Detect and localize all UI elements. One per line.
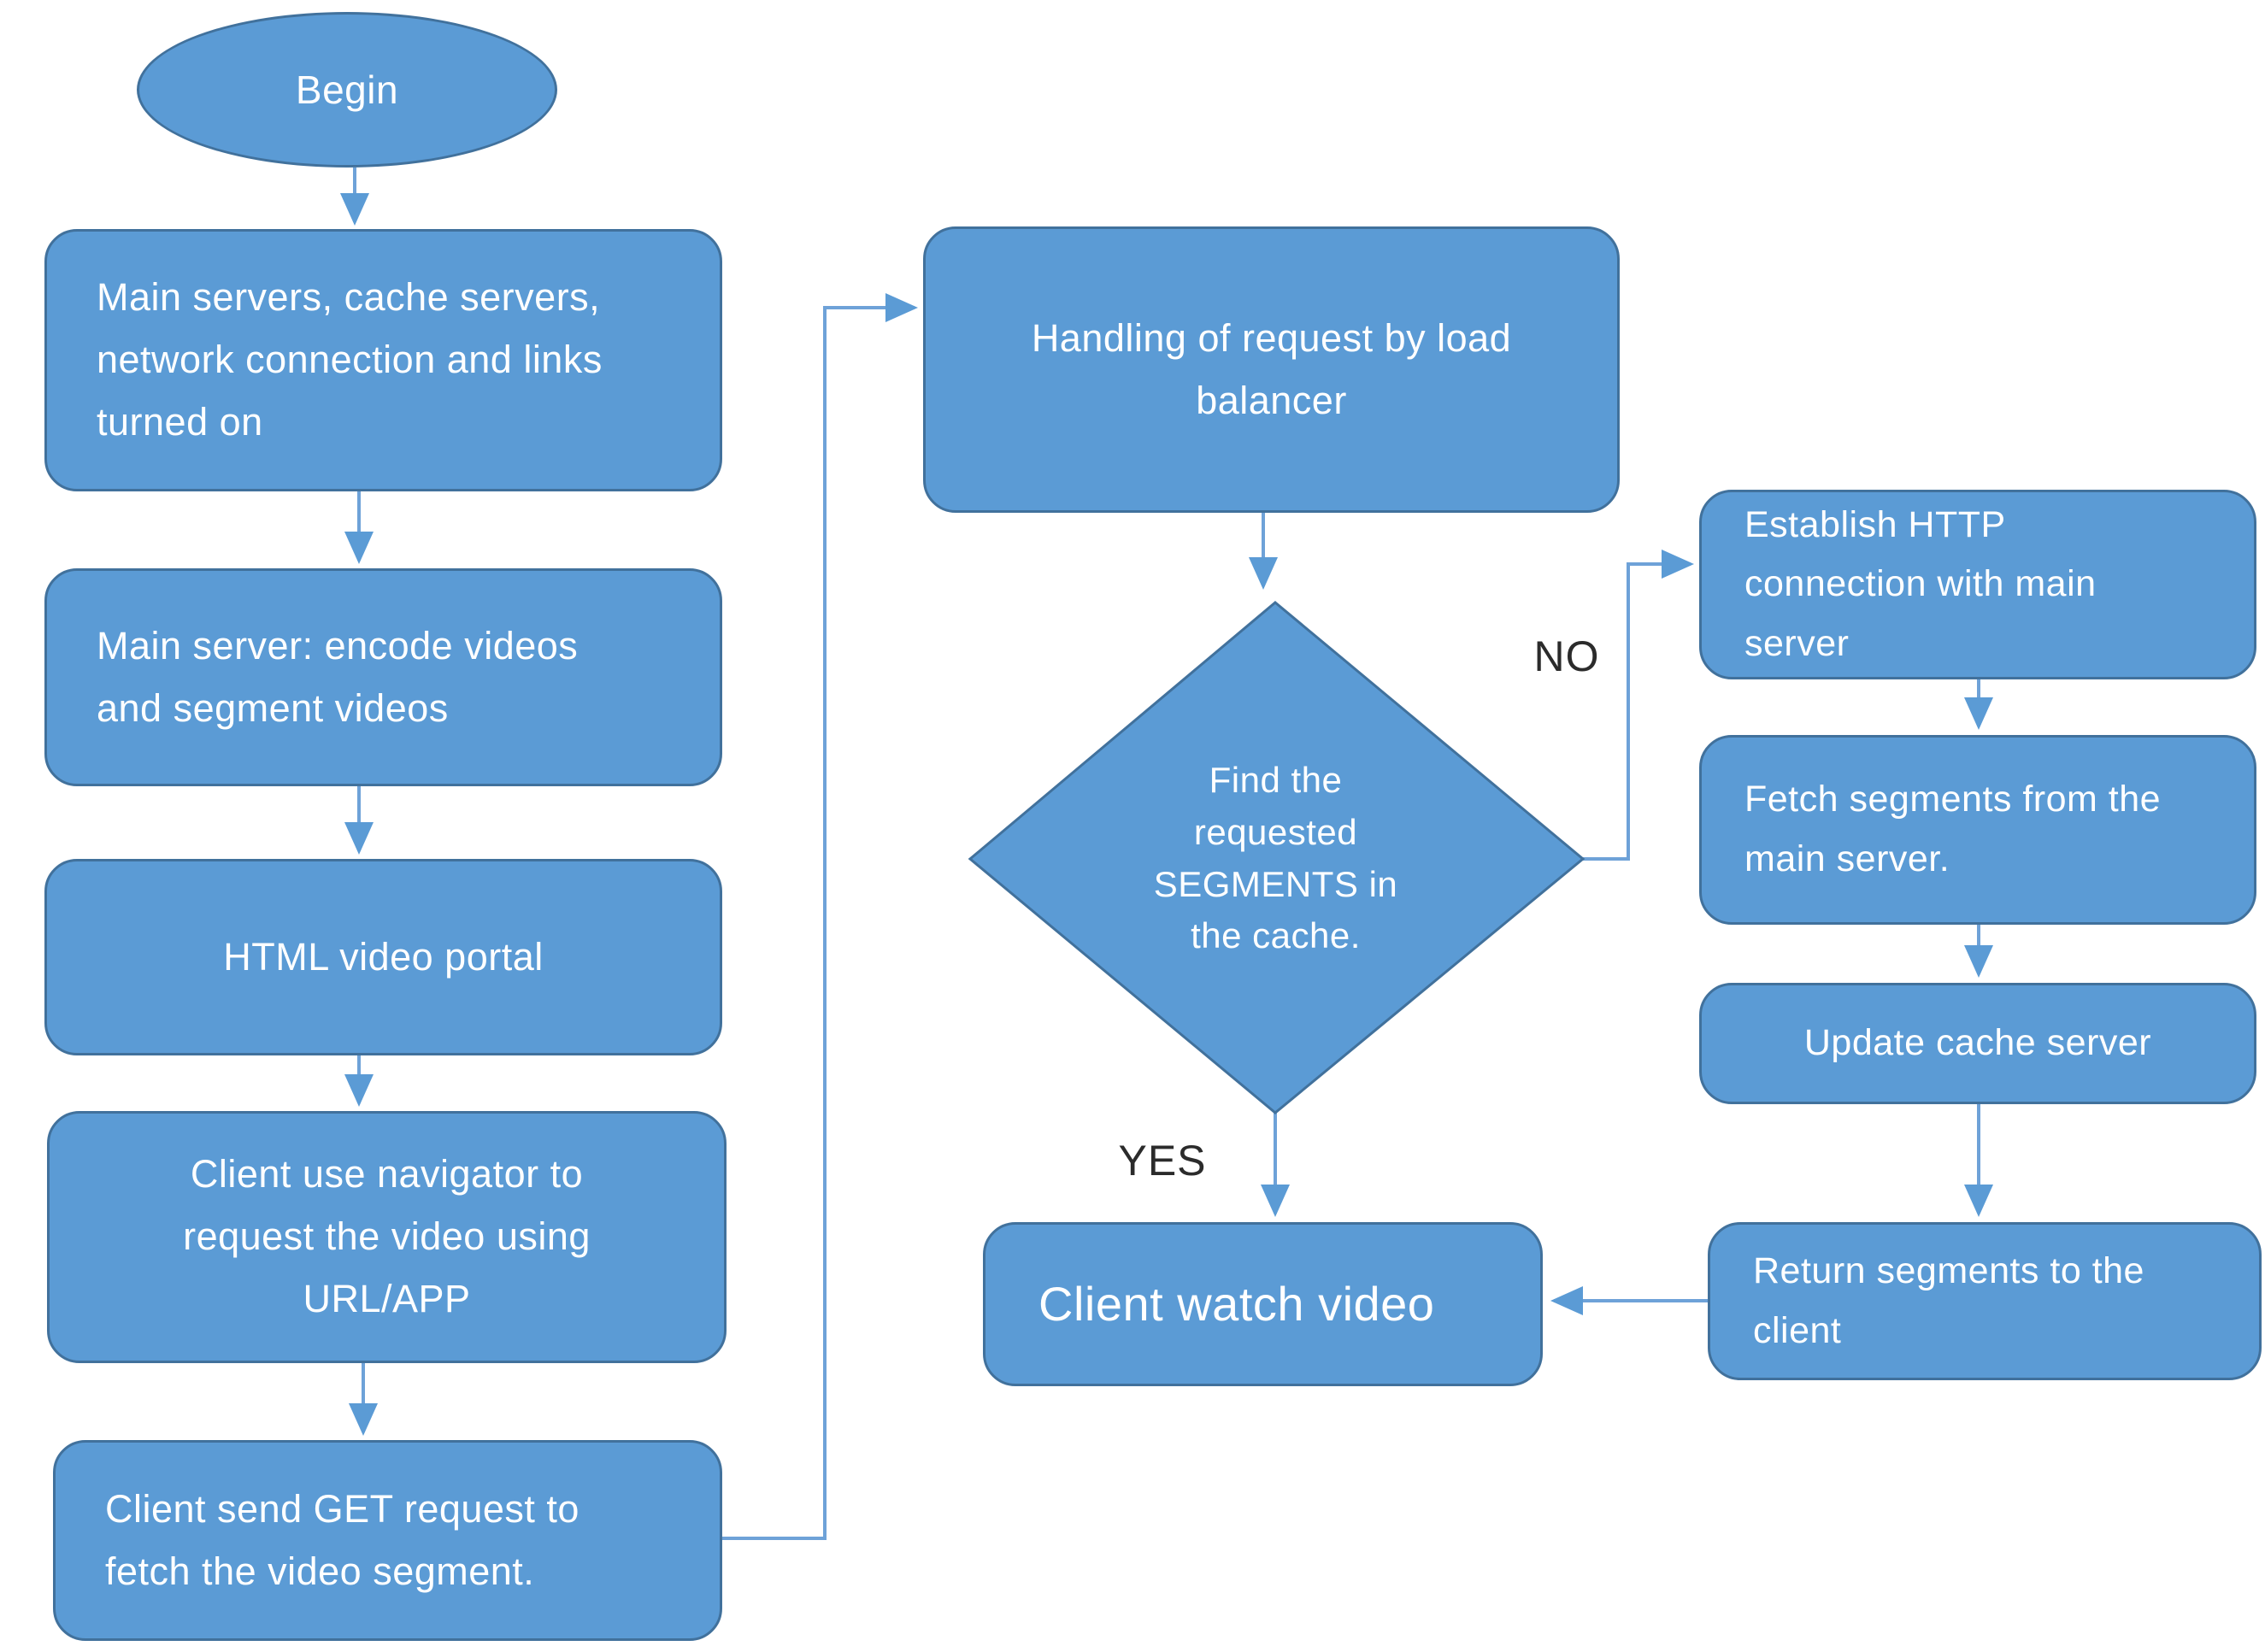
flow-node-return-segments: Return segments to the client — [1708, 1222, 2262, 1380]
flow-node-begin-label: Begin — [295, 67, 399, 112]
flow-node-load-balancer-label: Handling of request by load balancer — [1031, 315, 1512, 422]
flow-node-encode-label: Main server: encode videos and segment v… — [97, 623, 579, 730]
flow-node-watch-video: Client watch video — [983, 1222, 1543, 1386]
branch-label-yes: YES — [1118, 1137, 1207, 1185]
flow-node-load-balancer: Handling of request by load balancer — [923, 226, 1620, 513]
edge-getrequest-loadbalancer — [722, 293, 918, 1540]
edge-no-establishhttp — [1583, 550, 1694, 861]
flow-node-update-cache: Update cache server — [1699, 983, 2256, 1104]
flow-node-fetch-segments: Fetch segments from the main server. — [1699, 735, 2256, 925]
flow-node-encode: Main server: encode videos and segment v… — [44, 568, 722, 786]
flow-node-setup: Main servers, cache servers, network con… — [44, 229, 722, 491]
flow-node-fetch-segments-label: Fetch segments from the main server. — [1744, 779, 2162, 879]
flow-node-find-segments: Find the requested SEGMENTS in the cache… — [1128, 720, 1423, 997]
flow-node-setup-label: Main servers, cache servers, network con… — [97, 275, 603, 444]
flow-node-find-segments-label: Find the requested SEGMENTS in the cache… — [1153, 759, 1398, 956]
branch-label-no: NO — [1533, 632, 1600, 680]
flow-node-establish-http-label: Establish HTTP connection with main serv… — [1744, 503, 2097, 664]
flow-node-get-request: Client send GET request to fetch the vid… — [53, 1440, 722, 1641]
flow-node-watch-video-label: Client watch video — [1038, 1276, 1435, 1331]
flow-node-portal-label: HTML video portal — [223, 934, 544, 979]
flow-node-get-request-label: Client send GET request to fetch the vid… — [105, 1486, 579, 1593]
flow-node-begin: Begin — [137, 12, 557, 168]
decision-diamond-shape — [968, 601, 1586, 1114]
flow-node-navigate-label: Client use navigator to request the vide… — [183, 1152, 591, 1320]
flow-node-return-segments-label: Return segments to the client — [1753, 1249, 2144, 1351]
flow-node-portal: HTML video portal — [44, 859, 722, 1055]
flow-node-establish-http: Establish HTTP connection with main serv… — [1699, 490, 2256, 679]
flow-node-update-cache-label: Update cache server — [1803, 1022, 2152, 1064]
flow-node-navigate: Client use navigator to request the vide… — [47, 1111, 727, 1363]
